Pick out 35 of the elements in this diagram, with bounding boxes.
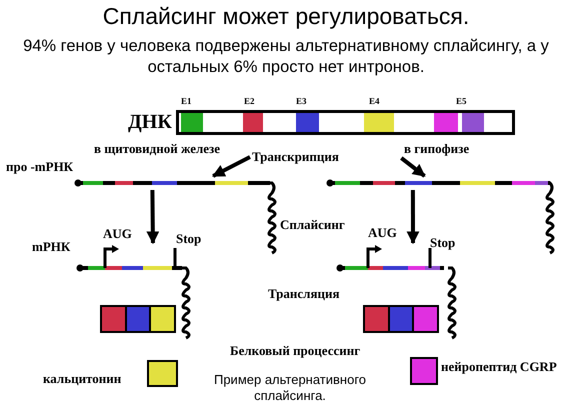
pre-mrna-strand <box>326 178 550 188</box>
subtitle: 94% генов у человека подвержены альтернативному сплайсингу, а у остальных 6% просто нет интронов. <box>22 36 550 78</box>
protein-label: нейропептид CGRP <box>441 360 557 374</box>
protein-label: кальцитонин <box>43 372 122 386</box>
exon-label: E4 <box>369 97 380 107</box>
arrow <box>406 190 420 244</box>
process-label: Сплайсинг <box>280 218 345 232</box>
process-label: Транскрипция <box>252 150 339 164</box>
tissue-label: в щитовидной железе <box>94 142 220 156</box>
protein-block <box>363 305 439 333</box>
peptide-block <box>410 357 438 385</box>
arrow <box>212 155 251 178</box>
exon-label: E2 <box>244 97 255 107</box>
process-label: Трансляция <box>268 287 340 302</box>
codon-label: AUG <box>103 227 132 242</box>
process-label: Белковый процессинг <box>230 344 360 358</box>
exon-label: E1 <box>181 97 192 107</box>
arrow <box>146 190 160 244</box>
strand-label: ДНК <box>128 111 172 133</box>
peptide-block <box>147 360 178 387</box>
tissue-label: в гипофизе <box>404 142 470 156</box>
caption: Пример альтернативного сплайсинга. <box>212 372 368 404</box>
exon-label: E3 <box>296 97 307 107</box>
protein-block <box>100 305 176 333</box>
pre-mrna-strand <box>74 178 270 188</box>
codon-label: Stop <box>176 232 202 246</box>
codon-label: Stop <box>430 236 456 250</box>
mrna-strand <box>76 244 182 274</box>
codon-label: AUG <box>368 226 397 240</box>
strand-label: mРНК <box>32 240 70 254</box>
dna-bar <box>176 110 515 135</box>
exon-label: E5 <box>456 97 467 107</box>
arrow <box>400 156 426 178</box>
strand-label: про -mРНК <box>6 160 74 174</box>
title: Сплайсинг может регулироваться. <box>102 4 470 30</box>
